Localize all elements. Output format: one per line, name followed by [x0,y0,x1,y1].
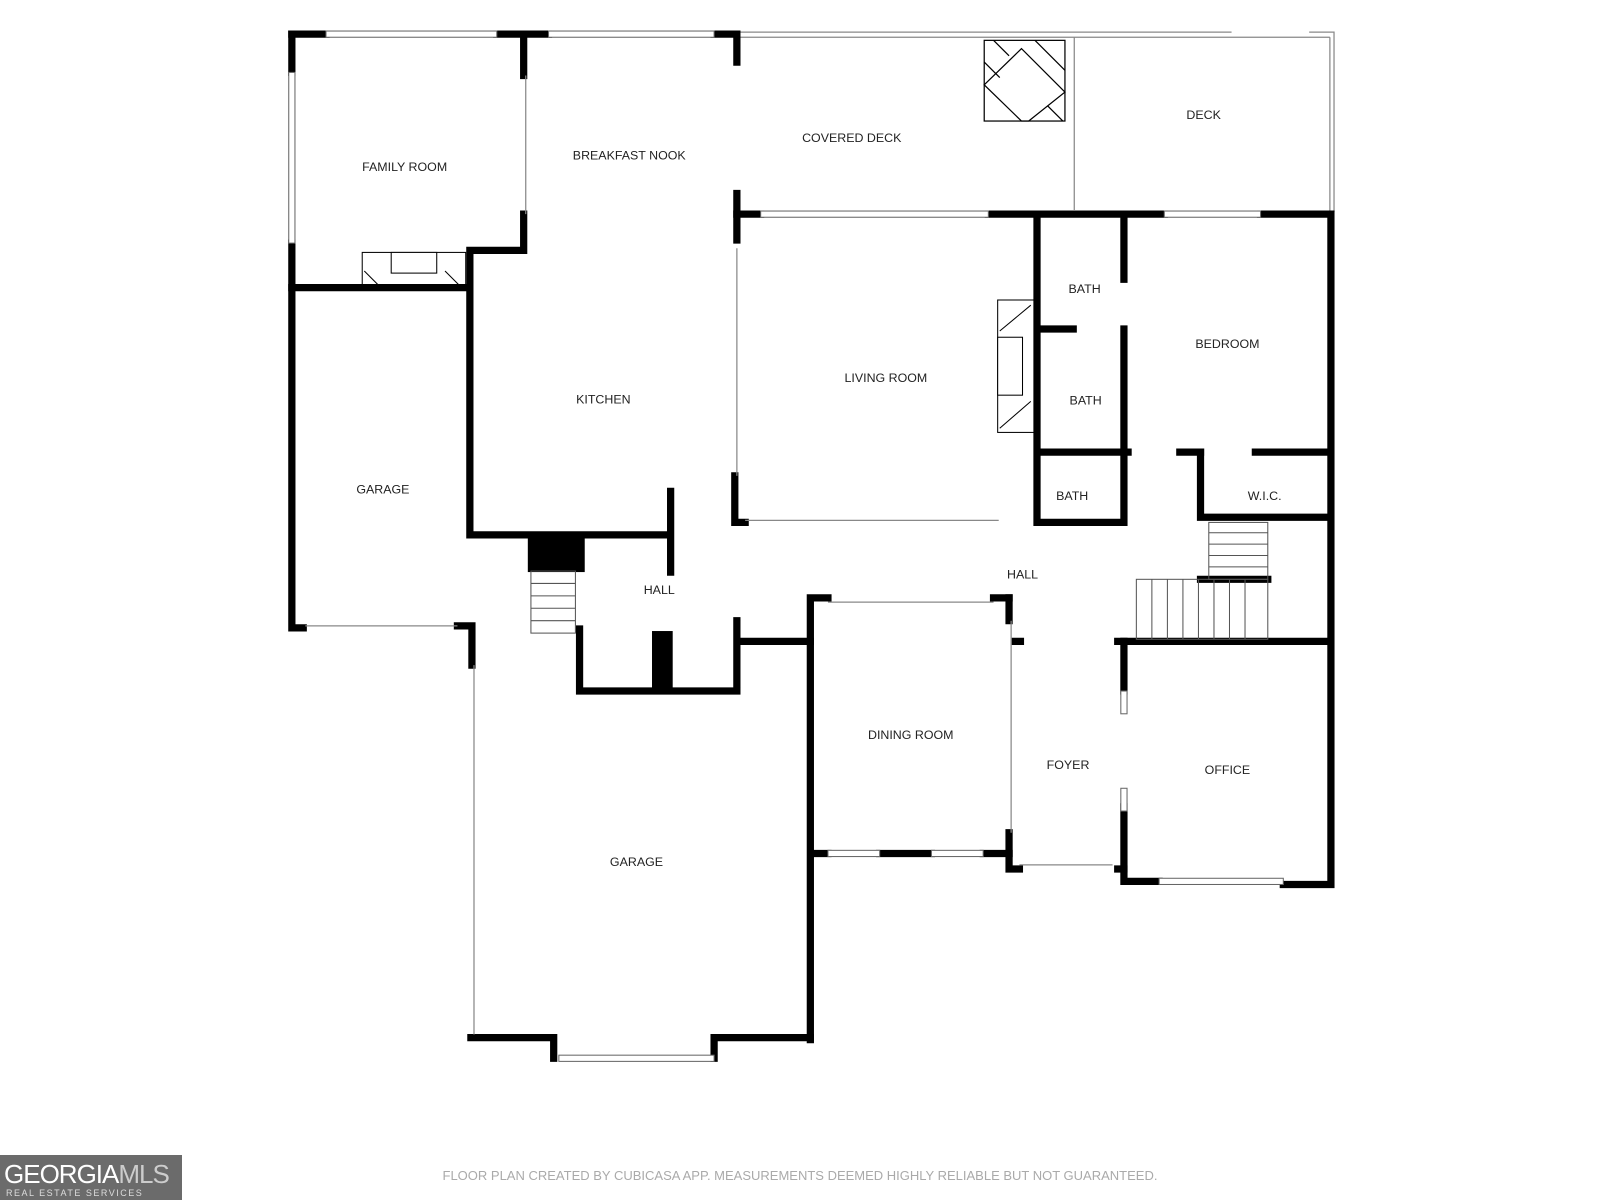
room-label-garage: GARAGE [356,483,409,497]
georgia-mls-logo: GEORGIAMLS REAL ESTATE SERVICES [0,1155,182,1200]
room-label-breakfast-nook: BREAKFAST NOOK [573,148,687,162]
room-label-bath: BATH [1056,489,1088,503]
room-label-bath: BATH [1070,394,1102,408]
stairs-icon [530,521,1269,640]
column [652,631,673,688]
room-label-foyer: FOYER [1047,758,1090,772]
room-label-deck: DECK [1186,108,1221,122]
room-label-bedroom: BEDROOM [1195,337,1259,351]
room-label-wic: W.I.C. [1248,489,1282,503]
room-label-dining-room: DINING ROOM [868,728,953,742]
room-label-garage: GARAGE [610,855,663,869]
room-label-living-room: LIVING ROOM [845,371,928,385]
room-label-covered-deck: COVERED DECK [802,131,902,145]
deck-outline [736,31,1335,213]
windows [288,30,1284,1062]
logo-accent: MLS [118,1159,169,1189]
walls [288,30,1335,1062]
logo-brand: GEORGIA [4,1159,119,1189]
logo-tagline: REAL ESTATE SERVICES [6,1188,144,1198]
fireplace-icon [361,251,1036,433]
openings [305,75,1113,1035]
room-label-hall: HALL [644,583,675,597]
outdoor-fireplace-icon [983,39,1066,122]
room-label-kitchen: KITCHEN [576,393,630,407]
room-label-bath: BATH [1069,282,1101,296]
room-label-family-room: FAMILY ROOM [362,160,447,174]
room-label-hall: HALL [1007,567,1038,581]
disclaimer: FLOOR PLAN CREATED BY CUBICASA APP. MEAS… [442,1168,1158,1183]
column [527,532,585,573]
room-label-office: OFFICE [1205,763,1251,777]
